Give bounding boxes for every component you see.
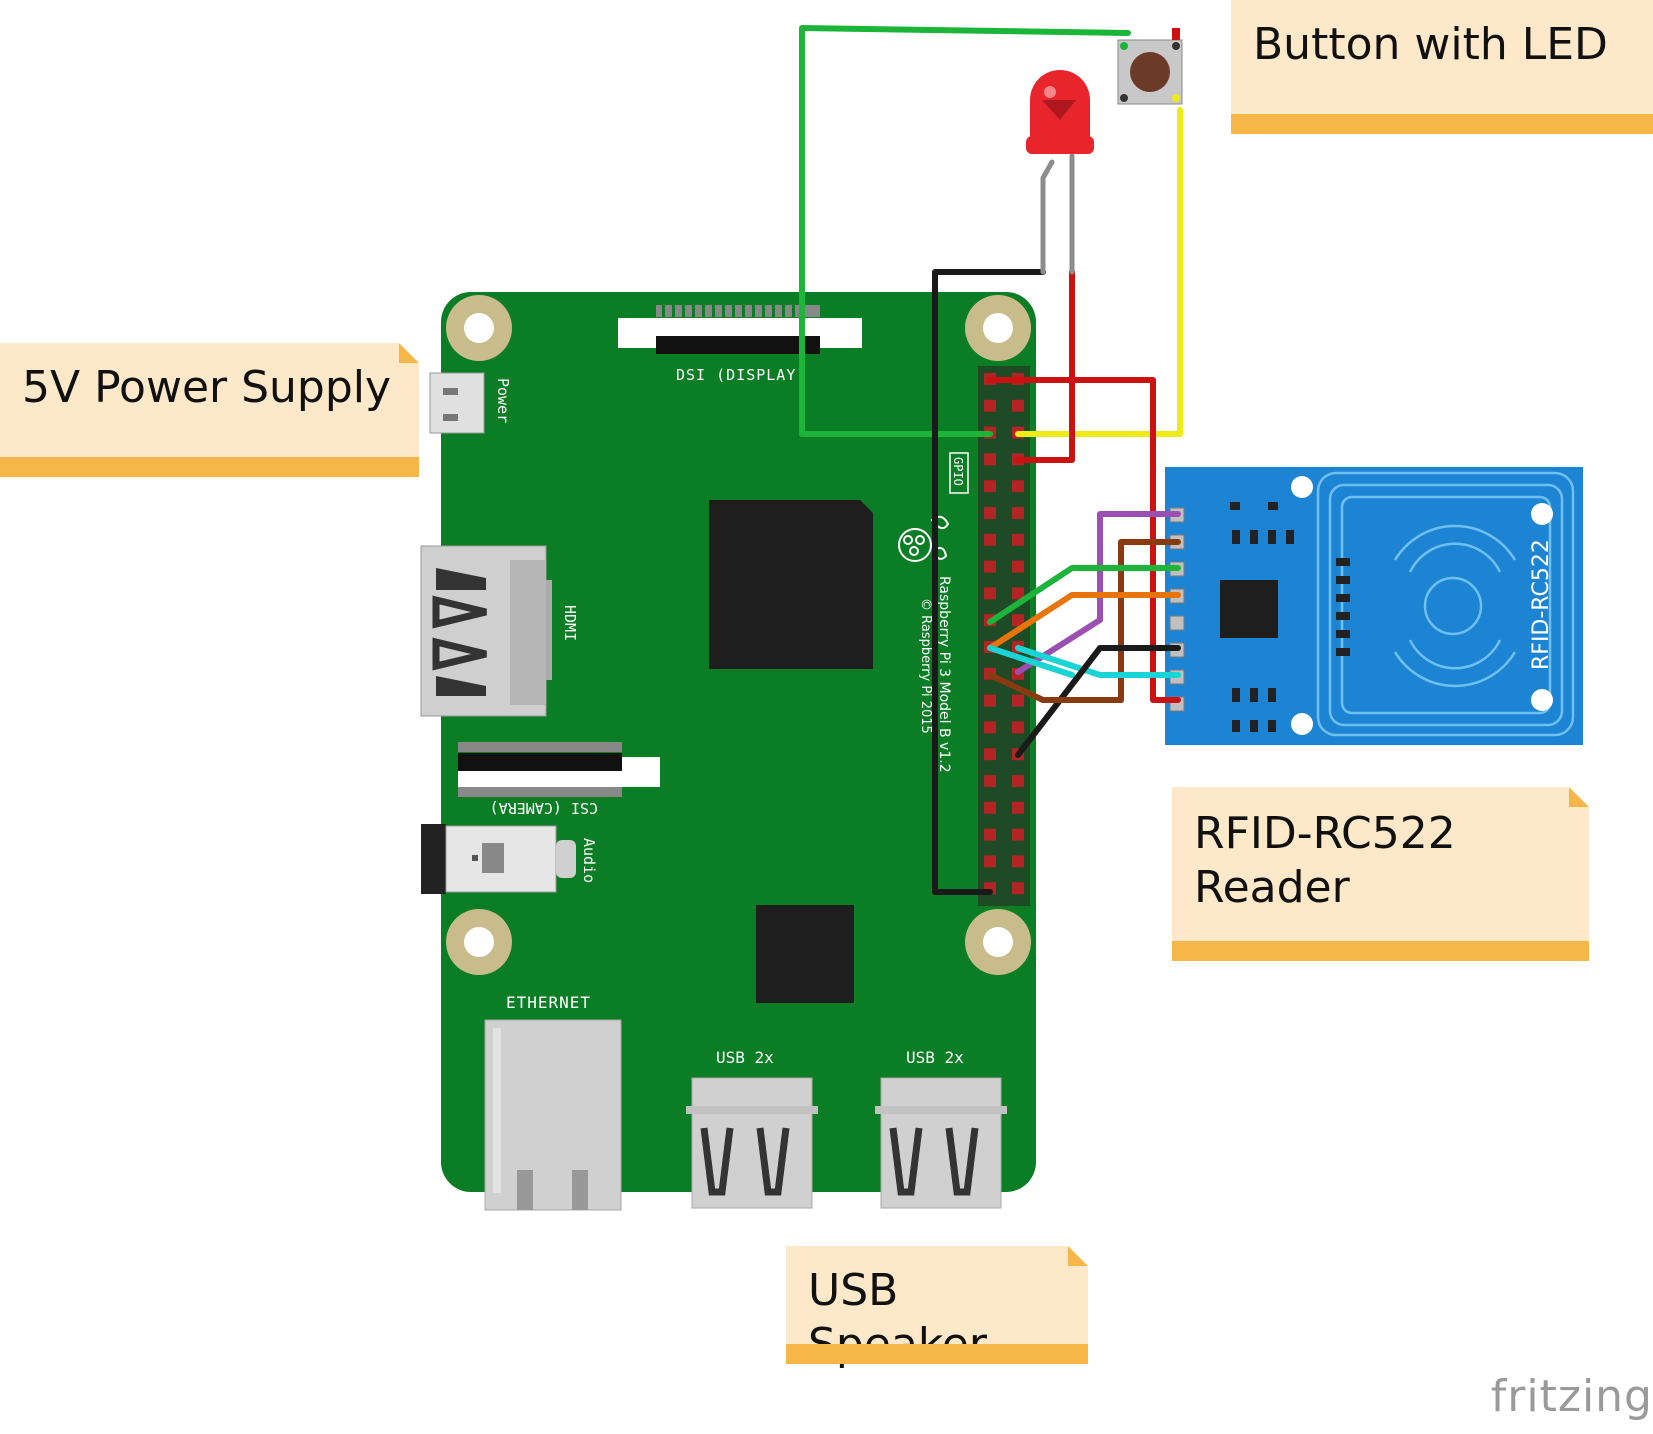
note-fold [1068,1246,1088,1266]
note-usb-speaker: USB Speaker [786,1246,1088,1370]
dsi-connector [618,305,862,354]
gpio-pin [1012,560,1024,573]
ethernet-label: ETHERNET [506,993,591,1012]
gpio-pin [1012,855,1024,868]
wire-red-led [1015,269,1075,463]
model-label: Raspberry Pi 3 Model B v1.2 [936,576,952,773]
usb1-label: USB 2x [716,1048,774,1067]
raspberry-pi-board: DSI (DISPLAY) Power HDMI CSI (CAMERA) [420,292,1036,1211]
gpio-pin [984,453,996,466]
wire-cyan [987,645,1075,678]
wire-black-gnd [932,269,1046,895]
note-bar [1172,941,1589,961]
gpio-pin [984,855,996,868]
rfid-module: RFID-RC522 [1165,467,1583,745]
mounting-hole [446,295,512,361]
gpio-pin [1012,587,1024,600]
wire-green-button [799,25,1131,437]
wire-brown-gpio [987,672,1124,703]
gpio-pin [984,828,996,841]
gpio-label: GPIO [951,457,965,486]
gpio-pin [984,721,996,734]
note-text: Button with LED [1253,19,1608,70]
note-text: RFID-RC522 Reader [1194,808,1456,913]
gpio-pin [984,480,996,493]
wire-gray-led [1040,159,1055,275]
ethernet-port [484,1019,622,1211]
note-power-supply: 5V Power Supply [0,343,419,477]
gpio-pin [1012,775,1024,787]
gpio-pin [1012,507,1024,519]
wire-cyan [1015,645,1181,678]
note-button-with-led: Button with LED [1231,0,1653,134]
note-fold [399,343,419,363]
gpio-pin [984,533,996,546]
gpio-pin [984,507,996,519]
rfid-mounting-hole [1531,689,1553,711]
rfid-ic-chip [1220,580,1278,638]
hdmi-port [420,545,552,717]
mounting-hole [446,909,512,975]
wire-orange [987,592,1181,651]
wire-black-irq [1015,645,1181,758]
mounting-hole [965,909,1031,975]
csi-label: CSI (CAMERA) [490,799,598,817]
gpio-pin [1012,614,1024,627]
rfid-pin [1169,615,1185,631]
note-bar [1231,114,1653,134]
soc-chip [709,500,873,669]
gpio-pin [984,748,996,761]
rfid-mounting-hole [1291,713,1313,735]
gpio-pin [1012,533,1024,546]
red-led-icon [1026,70,1094,154]
note-rfid-reader: RFID-RC522 Reader [1172,787,1589,961]
gpio-pin [1012,399,1024,412]
wire-green-mosi [987,565,1181,625]
gpio-pin [984,399,996,412]
power-label: Power [494,378,512,423]
gpio-pin [984,801,996,814]
push-button-icon [1117,28,1183,105]
usb2-label: USB 2x [906,1048,964,1067]
dsi-label: DSI (DISPLAY) [676,366,806,384]
gpio-pin [984,775,996,787]
audio-jack [421,824,576,894]
usb-port [686,1077,818,1209]
rfid-mounting-hole [1531,503,1553,525]
gpio-pin [1012,828,1024,841]
wires [799,25,1183,895]
usb-port [875,1077,1007,1209]
rfid-mounting-hole [1291,476,1313,498]
note-bar [0,457,419,477]
gpio-pin [984,560,996,573]
csi-connector [458,742,660,797]
fritzing-watermark: fritzing [1490,1371,1653,1422]
gpio-pin [984,694,996,707]
rfid-label: RFID-RC522 [1529,539,1554,670]
note-bar [786,1344,1088,1364]
note-text: 5V Power Supply [22,362,392,413]
copyright-label: © Raspberry Pi 2015 [918,598,933,734]
usb-ethernet-chip [756,905,854,1003]
gpio-pin [984,587,996,600]
mounting-hole [965,295,1031,361]
gpio-silk-box [949,452,969,494]
gpio-pin [1012,801,1024,814]
gpio-pin [1012,480,1024,493]
gpio-pin [1012,721,1024,734]
gpio-pin [1012,882,1024,895]
hdmi-label: HDMI [561,605,579,641]
gpio-pin [1012,694,1024,707]
micro-usb-power-port [429,372,485,434]
audio-label: Audio [580,838,598,883]
note-fold [1569,787,1589,807]
